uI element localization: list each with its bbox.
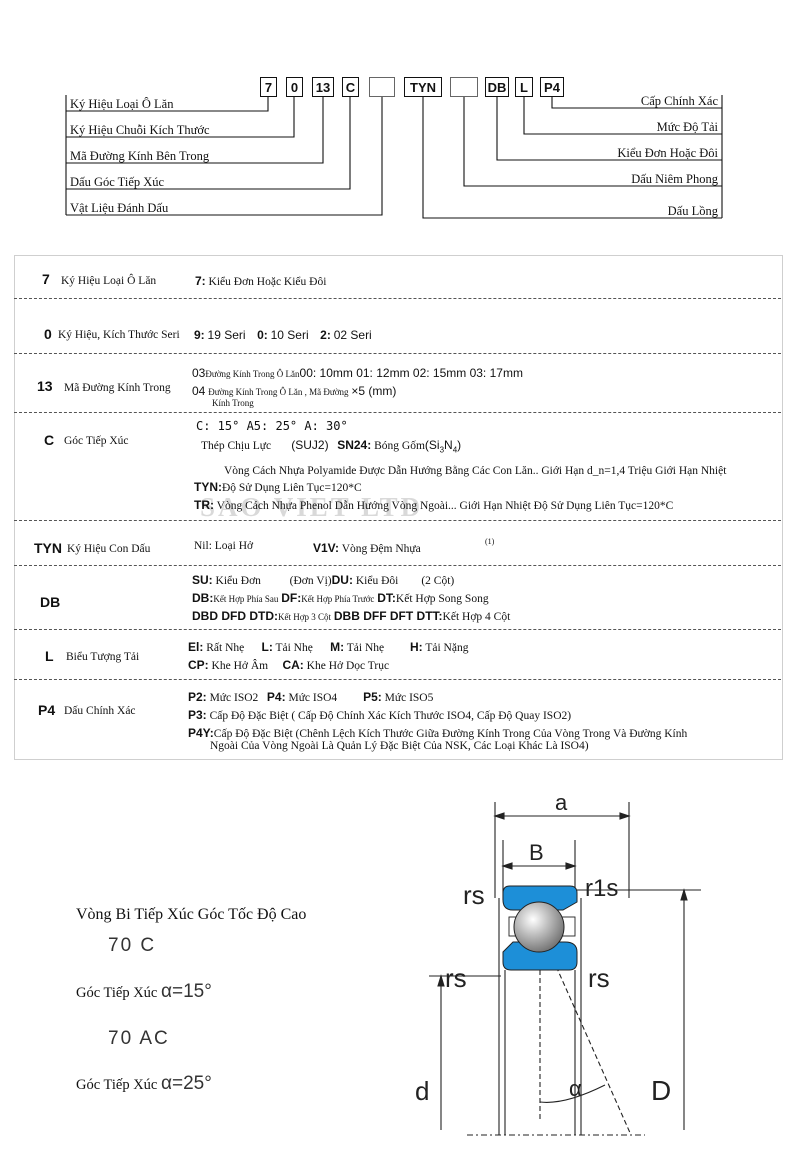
label-contact-angle: Dấu Góc Tiếp Xúc xyxy=(70,175,165,189)
row-divider xyxy=(14,629,781,630)
row-name: Ký Hiệu Con Dấu xyxy=(67,543,151,555)
code-box-load: L xyxy=(515,77,533,97)
code-box-cage: TYN xyxy=(404,77,442,97)
ball xyxy=(513,901,565,953)
row-divider xyxy=(14,679,781,680)
dim-a-label: a xyxy=(555,790,568,815)
code-example-c: 70 C xyxy=(108,935,157,956)
label-seal: Dấu Niêm Phong xyxy=(631,172,718,186)
row-code: P4 xyxy=(38,702,56,718)
code-box-material xyxy=(369,77,395,97)
label-arrangement: Kiểu Đơn Hoặc Đôi xyxy=(617,146,718,160)
row-value: TYN:Độ Sử Dụng Liên Tục=120*C xyxy=(194,480,362,494)
row-value: V1V: Vòng Đệm Nhựa xyxy=(313,541,421,555)
row-value: 04 Đường Kính Trong Ô Lăn , Mã Đường ×5 … xyxy=(192,384,397,398)
dim-d-label: d xyxy=(415,1076,429,1106)
code-box-contact-angle: C xyxy=(342,77,359,97)
row-name: Dấu Chính Xác xyxy=(64,705,136,717)
alpha-label: α xyxy=(569,1076,582,1101)
label-bearing-type: Ký Hiệu Loại Ô Lăn xyxy=(70,97,174,111)
row-value: DB:Kết Hợp Phía Sau DF:Kết Hợp Phía Trướ… xyxy=(192,591,489,605)
row-name: Ký Hiệu Loại Ô Lăn xyxy=(61,275,157,287)
row-divider xyxy=(14,520,781,521)
code-box-seal xyxy=(450,77,478,97)
label-size-series: Ký Hiệu Chuỗi Kích Thước xyxy=(70,123,210,137)
row-code: C xyxy=(44,432,55,448)
code-connector-lines xyxy=(65,95,723,219)
dim-rs-top-label: rs xyxy=(463,880,485,910)
row-value: Ngoài Của Vòng Ngoài Là Quản Lý Đặc Biệt… xyxy=(210,740,589,752)
row-code: 0 xyxy=(44,326,52,342)
row-code: 7 xyxy=(42,271,50,287)
code-box-bore: 13 xyxy=(312,77,334,97)
row-value: P3: Cấp Độ Đặc Biệt ( Cấp Độ Chính Xác K… xyxy=(188,708,572,722)
row-value: TR: Vòng Cách Nhựa Phenol Dẫn Hướng Vòng… xyxy=(194,498,674,512)
row-divider xyxy=(14,298,781,299)
dim-D-label: D xyxy=(651,1075,671,1106)
bearing-title: Vòng Bi Tiếp Xúc Góc Tốc Độ Cao xyxy=(76,906,307,923)
row-value-sub: Kính Trong xyxy=(212,398,254,408)
dim-B-label: B xyxy=(529,840,544,865)
dim-rs-left-label: rs xyxy=(445,963,467,993)
row-value: DBD DFD DTD:Kết Hợp 3 Cột DBB DFF DFT DT… xyxy=(192,609,511,623)
row-value: 03Đường Kính Trong Ô Lăn00: 10mm 01: 12m… xyxy=(192,366,523,380)
designation-table xyxy=(14,255,783,760)
watermark: SAO VIET LTD xyxy=(200,492,424,522)
row-value: Vòng Cách Nhựa Polyamide Được Dẫn Hướng … xyxy=(224,465,727,477)
code-box-type: 7 xyxy=(260,77,277,97)
label-material: Vật Liệu Đánh Dấu xyxy=(70,201,169,215)
contact-angle-15: Góc Tiếp Xúc α=15° xyxy=(76,981,212,1002)
row-value: CP: Khe Hở Âm CA: Khe Hở Dọc Trục xyxy=(188,658,390,672)
row-name: Mã Đường Kính Trong xyxy=(64,382,171,394)
row-name: Góc Tiếp Xúc xyxy=(64,435,129,447)
row-name: Biểu Tượng Tải xyxy=(66,651,140,663)
inner-ring xyxy=(502,941,578,971)
bearing-cross-section: a B rs r1s rs rs d D α xyxy=(415,790,701,1136)
row-value: El: Rất Nhẹ L: Tải Nhẹ M: Tải Nhẹ H: Tải… xyxy=(188,640,469,654)
row-value: SU: Kiểu Đơn (Đơn Vị)DU: Kiểu Đôi (2 Cột… xyxy=(192,573,455,587)
row-divider xyxy=(14,353,781,354)
row-divider xyxy=(14,565,781,566)
contact-angle-25: Góc Tiếp Xúc α=25° xyxy=(76,1073,212,1094)
dim-rs-right-label: rs xyxy=(588,963,610,993)
row-value: P2: Mức ISO2 P4: Mức ISO4 P5: Mức ISO5 xyxy=(188,690,434,704)
code-box-precision: P4 xyxy=(540,77,564,97)
row-name: Ký Hiệu, Kích Thước Seri xyxy=(58,329,180,341)
row-value: P4Y:Cấp Độ Đặc Biệt (Chênh Lệch Kích Thư… xyxy=(188,726,688,740)
row-value: C: 15° A5: 25° A: 30° xyxy=(196,419,348,433)
label-cage: Dấu Lồng xyxy=(667,204,718,218)
row-code: L xyxy=(45,648,54,664)
footnote-mark: (1) xyxy=(485,537,495,546)
row-code: TYN xyxy=(34,540,62,556)
label-precision: Cấp Chính Xác xyxy=(640,94,718,108)
code-box-series: 0 xyxy=(286,77,303,97)
label-bore-code: Mã Đường Kính Bên Trong xyxy=(70,149,210,163)
row-value: Nil: Loại Hở xyxy=(194,540,254,552)
code-box-arrangement: DB xyxy=(485,77,509,97)
row-value: 9: 19 Seri 0: 10 Seri 2: 02 Seri xyxy=(194,328,372,342)
dim-r1s-label: r1s xyxy=(585,875,618,902)
row-value: Thép Chịu Lực (SUJ2) SN24: Bóng Gốm(Si3N… xyxy=(201,438,462,455)
row-code: DB xyxy=(40,594,61,610)
outer-ring xyxy=(502,885,578,911)
row-value: 7: Kiểu Đơn Hoặc Kiểu Đôi xyxy=(195,274,327,288)
code-example-ac: 70 AC xyxy=(108,1028,170,1049)
row-divider xyxy=(14,412,781,413)
label-load: Mức Độ Tải xyxy=(656,120,718,134)
row-code: 13 xyxy=(37,378,53,394)
